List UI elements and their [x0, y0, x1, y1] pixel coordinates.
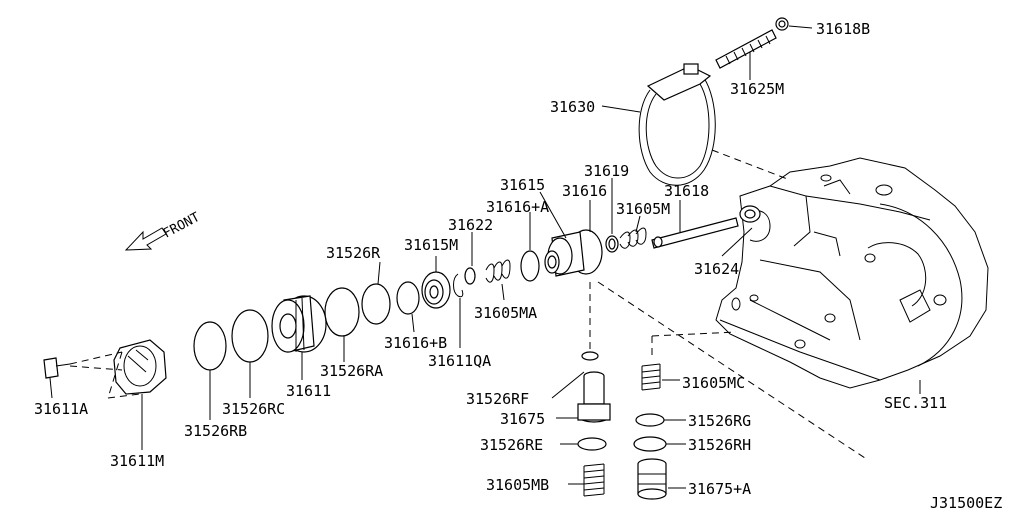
- label-31616: 31616: [562, 182, 607, 200]
- label-31605MB: 31605MB: [486, 476, 549, 494]
- part-31625M: [715, 29, 777, 69]
- label-31615: 31615: [500, 176, 545, 194]
- label-31630: 31630: [550, 98, 595, 116]
- part-31526RB: [193, 321, 227, 371]
- part-31526RE: [577, 437, 607, 451]
- part-31611M: [113, 339, 167, 395]
- label-31526R: 31526R: [326, 244, 381, 262]
- part-31622: [464, 267, 476, 285]
- part-31526RF: [581, 351, 599, 361]
- part-31526RC: [231, 309, 269, 363]
- part-31611A: [43, 357, 71, 379]
- label-31526RE: 31526RE: [480, 436, 543, 454]
- label-31526RA: 31526RA: [320, 362, 383, 380]
- part-31618B: [775, 17, 789, 31]
- label-31616B: 31616+B: [384, 334, 447, 352]
- label-31619: 31619: [584, 162, 629, 180]
- label-31616A: 31616+A: [486, 198, 549, 216]
- label-31611: 31611: [286, 382, 331, 400]
- label-31618B: 31618B: [816, 20, 870, 38]
- part-31630: [638, 63, 716, 186]
- label-31611QA: 31611QA: [428, 352, 491, 370]
- front-label: FRONT: [161, 210, 203, 242]
- part-31616B: [396, 281, 420, 315]
- label-31624: 31624: [694, 260, 739, 278]
- part-31605MB: [583, 463, 605, 497]
- explode-line-diagonal: [597, 281, 869, 461]
- part-31526R: [361, 283, 391, 325]
- label-31526RF: 31526RF: [466, 390, 529, 408]
- label-31526RC: 31526RC: [222, 400, 285, 418]
- part-31675: [577, 371, 611, 423]
- label-31675: 31675: [500, 410, 545, 428]
- part-31605M: [619, 227, 647, 249]
- label-31526RG: 31526RG: [688, 412, 751, 430]
- label-sec311: SEC.311: [884, 394, 947, 412]
- part-31675A: [637, 458, 667, 500]
- transmission-case: [715, 157, 989, 389]
- label-31675A: 31675+A: [688, 480, 751, 498]
- label-31526RH: 31526RH: [688, 436, 751, 454]
- front-arrow-icon: [124, 227, 167, 251]
- label-31615M: 31615M: [404, 236, 458, 254]
- part-31605MC: [641, 363, 661, 391]
- part-31618: [651, 205, 761, 249]
- part-31605MA: [485, 259, 511, 283]
- part-31616A: [520, 250, 540, 282]
- label-31605M: 31605M: [616, 200, 670, 218]
- label-31622: 31622: [448, 216, 493, 234]
- label-31625M: 31625M: [730, 80, 784, 98]
- part-31611QA: [453, 273, 464, 298]
- label-31618: 31618: [664, 182, 709, 200]
- label-31611A: 31611A: [34, 400, 88, 418]
- part-31615: [544, 229, 603, 277]
- reference-code: J31500EZ: [930, 494, 1002, 512]
- label-31611M: 31611M: [110, 452, 164, 470]
- label-31605MA: 31605MA: [474, 304, 537, 322]
- part-31611: [271, 295, 327, 353]
- part-31526RA: [324, 287, 360, 337]
- part-31526RG: [635, 413, 665, 427]
- label-31605MC: 31605MC: [682, 374, 745, 392]
- part-31619: [605, 235, 619, 253]
- part-31526RH: [633, 436, 667, 452]
- label-31526RB: 31526RB: [184, 422, 247, 440]
- part-31615M: [421, 271, 451, 309]
